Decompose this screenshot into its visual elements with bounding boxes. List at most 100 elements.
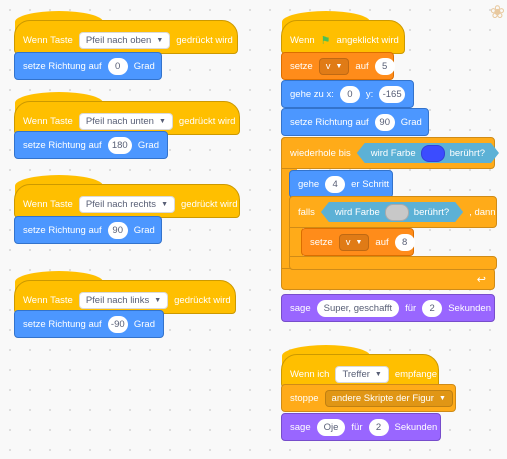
block-label: setze Richtung auf: [23, 139, 102, 151]
block-label: setze Richtung auf: [23, 224, 102, 236]
when-key-pressed-up-hat[interactable]: Wenn Taste Pfeil nach oben ▼ gedrückt wir…: [14, 11, 238, 54]
when-flag-clicked-hat[interactable]: Wenn ⚑ angeklickt wird: [281, 11, 405, 54]
condition-label-post: berührt?: [449, 147, 485, 159]
block-label-unit: Grad: [400, 116, 422, 128]
key-dropdown-label: Pfeil nach unten: [85, 115, 154, 127]
variable-value-input[interactable]: 5: [374, 57, 395, 75]
set-direction-block-up[interactable]: setze Richtung auf 0 Grad: [14, 52, 162, 80]
when-receive-hat[interactable]: Wenn ich Treffer ▼ empfange: [281, 345, 439, 388]
direction-input[interactable]: 90: [374, 113, 395, 131]
hat-label-post: empfange: [394, 368, 438, 380]
block-label: setze Richtung auf: [290, 116, 369, 128]
key-dropdown-down[interactable]: Pfeil nach unten ▼: [78, 112, 173, 130]
block-label-post: Sekunden: [394, 421, 438, 433]
block-label-unit: Grad: [137, 139, 159, 151]
block-label-unit: Grad: [133, 318, 155, 330]
variable-dropdown[interactable]: v▼: [338, 233, 370, 251]
block-label: stoppe: [290, 392, 319, 404]
say-for-secs-block-oje[interactable]: sage Oje für 2 Sekunden: [281, 413, 441, 441]
chevron-down-icon: ▼: [438, 394, 446, 402]
block-label: setze Richtung auf: [23, 60, 102, 72]
variable-dropdown-label: v: [325, 60, 331, 72]
block-label: setze Richtung auf: [23, 318, 102, 330]
x-input[interactable]: 0: [339, 85, 360, 103]
condition-label: wird Farbe: [334, 206, 380, 218]
steps-input[interactable]: 4: [325, 175, 346, 193]
condition-label: wird Farbe: [370, 147, 416, 159]
when-key-pressed-right-hat[interactable]: Wenn Taste Pfeil nach rechts▼ gedrückt w…: [14, 175, 240, 218]
condition-label-post: berührt?: [413, 206, 450, 218]
block-label-unit: Grad: [133, 224, 155, 236]
message-dropdown-label: Treffer: [342, 368, 370, 380]
y-label: y:: [365, 88, 374, 100]
say-text-input[interactable]: Oje: [316, 418, 346, 436]
block-label-post: er Schritt: [351, 178, 390, 190]
set-direction-block-main[interactable]: setze Richtung auf 90 Grad: [281, 108, 429, 136]
hat-label-pre: Wenn: [290, 34, 315, 46]
hat-label-pre: Wenn Taste: [23, 34, 73, 46]
direction-input[interactable]: 90: [107, 221, 128, 239]
block-label: sage: [290, 302, 311, 314]
block-label-mid: auf: [355, 60, 369, 72]
stop-option-dropdown[interactable]: andere Skripte der Figur▼: [324, 389, 453, 407]
block-label: gehe zu x:: [290, 88, 334, 100]
color-swatch-grey[interactable]: [385, 204, 409, 221]
key-dropdown-label: Pfeil nach links: [85, 294, 150, 306]
block-label-post: Sekunden: [448, 302, 491, 314]
block-label-mid: für: [405, 302, 417, 314]
block-label: gehe: [298, 178, 320, 190]
when-key-pressed-down-hat[interactable]: Wenn Taste Pfeil nach unten▼ gedrückt wi…: [14, 92, 240, 135]
chevron-down-icon: ▼: [154, 296, 162, 304]
move-steps-block[interactable]: gehe 4 er Schritt: [289, 170, 393, 198]
block-label-mid: für: [351, 421, 363, 433]
key-dropdown-label: Pfeil nach oben: [85, 34, 152, 46]
touching-color-condition[interactable]: wird Farbe berührt?: [357, 143, 499, 163]
hat-label-pre: Wenn Taste: [23, 294, 73, 306]
variable-value-input[interactable]: 8: [394, 233, 415, 251]
repeat-until-footer: ↩: [281, 268, 495, 290]
key-dropdown-label: Pfeil nach rechts: [85, 198, 157, 210]
variable-dropdown-label: v: [345, 236, 351, 248]
direction-input[interactable]: -90: [107, 315, 128, 333]
block-label: wiederhole bis: [290, 147, 351, 159]
goto-xy-block[interactable]: gehe zu x: 0 y: -165: [281, 80, 414, 108]
chevron-down-icon: ▼: [156, 36, 164, 44]
set-direction-block-right[interactable]: setze Richtung auf 90 Grad: [14, 216, 162, 244]
sprite-decoration-icon: ❀: [489, 2, 505, 22]
repeat-until-block[interactable]: wiederhole bis wird Farbe berührt?: [281, 137, 495, 169]
chevron-down-icon: ▼: [374, 370, 382, 378]
key-dropdown-left[interactable]: Pfeil nach links ▼: [78, 291, 169, 309]
set-direction-block-down[interactable]: setze Richtung auf 180 Grad: [14, 131, 168, 159]
chevron-down-icon: ▼: [161, 200, 168, 208]
set-variable-block-inner[interactable]: setze v▼ auf 8: [301, 228, 415, 256]
hat-label-pre: Wenn ich: [290, 368, 330, 380]
y-input[interactable]: -165: [379, 85, 405, 103]
say-text-input[interactable]: Super, geschafft: [316, 299, 400, 317]
direction-input[interactable]: 0: [107, 57, 128, 75]
set-direction-block-left[interactable]: setze Richtung auf -90 Grad: [14, 310, 164, 338]
secs-input[interactable]: 2: [422, 299, 443, 317]
chevron-down-icon: ▼: [158, 117, 166, 125]
hat-label-post: angeklickt wird: [336, 34, 399, 46]
chevron-down-icon: ▼: [355, 238, 363, 246]
secs-input[interactable]: 2: [368, 418, 389, 436]
set-variable-block[interactable]: setze v▼ auf 5: [281, 52, 395, 80]
touching-color-condition-if[interactable]: wird Farbe berührt?: [321, 202, 463, 222]
message-dropdown[interactable]: Treffer ▼: [335, 365, 389, 383]
hat-label-post: gedrückt wird: [178, 115, 236, 127]
block-label-mid: auf: [375, 236, 389, 248]
variable-dropdown[interactable]: v▼: [318, 57, 350, 75]
block-label: setze: [310, 236, 333, 248]
block-label: falls: [298, 206, 315, 218]
hat-label-post: gedrückt wird: [174, 294, 231, 306]
if-block[interactable]: falls wird Farbe berührt? , dann: [289, 196, 497, 228]
key-dropdown-up[interactable]: Pfeil nach oben ▼: [78, 31, 171, 49]
when-key-pressed-left-hat[interactable]: Wenn Taste Pfeil nach links ▼ gedrückt wi…: [14, 271, 236, 314]
direction-input[interactable]: 180: [107, 136, 132, 154]
key-dropdown-right[interactable]: Pfeil nach rechts ▼: [78, 195, 175, 213]
hat-label-post: gedrückt wird: [176, 34, 233, 46]
green-flag-icon: ⚑: [320, 34, 331, 47]
color-swatch-blue[interactable]: [421, 145, 445, 162]
stop-block[interactable]: stoppe andere Skripte der Figur▼: [281, 384, 456, 412]
say-for-secs-block[interactable]: sage Super, geschafft für 2 Sekunden: [281, 294, 495, 322]
